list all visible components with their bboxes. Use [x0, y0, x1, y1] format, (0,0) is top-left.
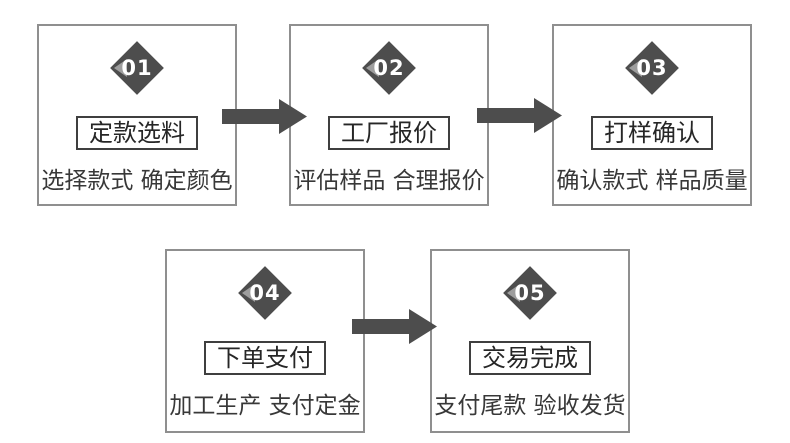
step-box-01: 01 定款选料 选择款式 确定颜色	[37, 24, 237, 206]
step-subtitle: 选择款式 确定颜色	[41, 168, 233, 194]
step-title: 定款选料	[76, 116, 198, 150]
step-box-03: 03 打样确认 确认款式 样品质量	[552, 24, 752, 206]
step-subtitle: 支付尾款 验收发货	[434, 393, 626, 419]
step-number: 05	[514, 281, 546, 305]
step-subtitle: 评估样品 合理报价	[293, 168, 485, 194]
arrow-right-icon	[222, 99, 307, 134]
step-box-04: 04 下单支付 加工生产 支付定金	[165, 249, 365, 433]
step-number: 03	[636, 56, 668, 80]
step-title: 交易完成	[469, 341, 591, 375]
diamond-number-icon: 05	[503, 266, 557, 320]
step-box-02: 02 工厂报价 评估样品 合理报价	[289, 24, 489, 206]
arrow-right-icon	[352, 309, 437, 344]
step-subtitle: 加工生产 支付定金	[169, 393, 361, 419]
diamond-number-icon: 01	[110, 41, 164, 95]
step-title: 下单支付	[204, 341, 326, 375]
step-subtitle: 确认款式 样品质量	[556, 168, 748, 194]
step-title: 工厂报价	[328, 116, 450, 150]
step-title: 打样确认	[591, 116, 713, 150]
diamond-number-icon: 03	[625, 41, 679, 95]
diamond-number-icon: 04	[238, 266, 292, 320]
step-number: 02	[373, 56, 405, 80]
step-number: 01	[121, 56, 153, 80]
diamond-number-icon: 02	[362, 41, 416, 95]
step-box-05: 05 交易完成 支付尾款 验收发货	[430, 249, 630, 433]
arrow-right-icon	[477, 98, 562, 133]
step-number: 04	[249, 281, 281, 305]
